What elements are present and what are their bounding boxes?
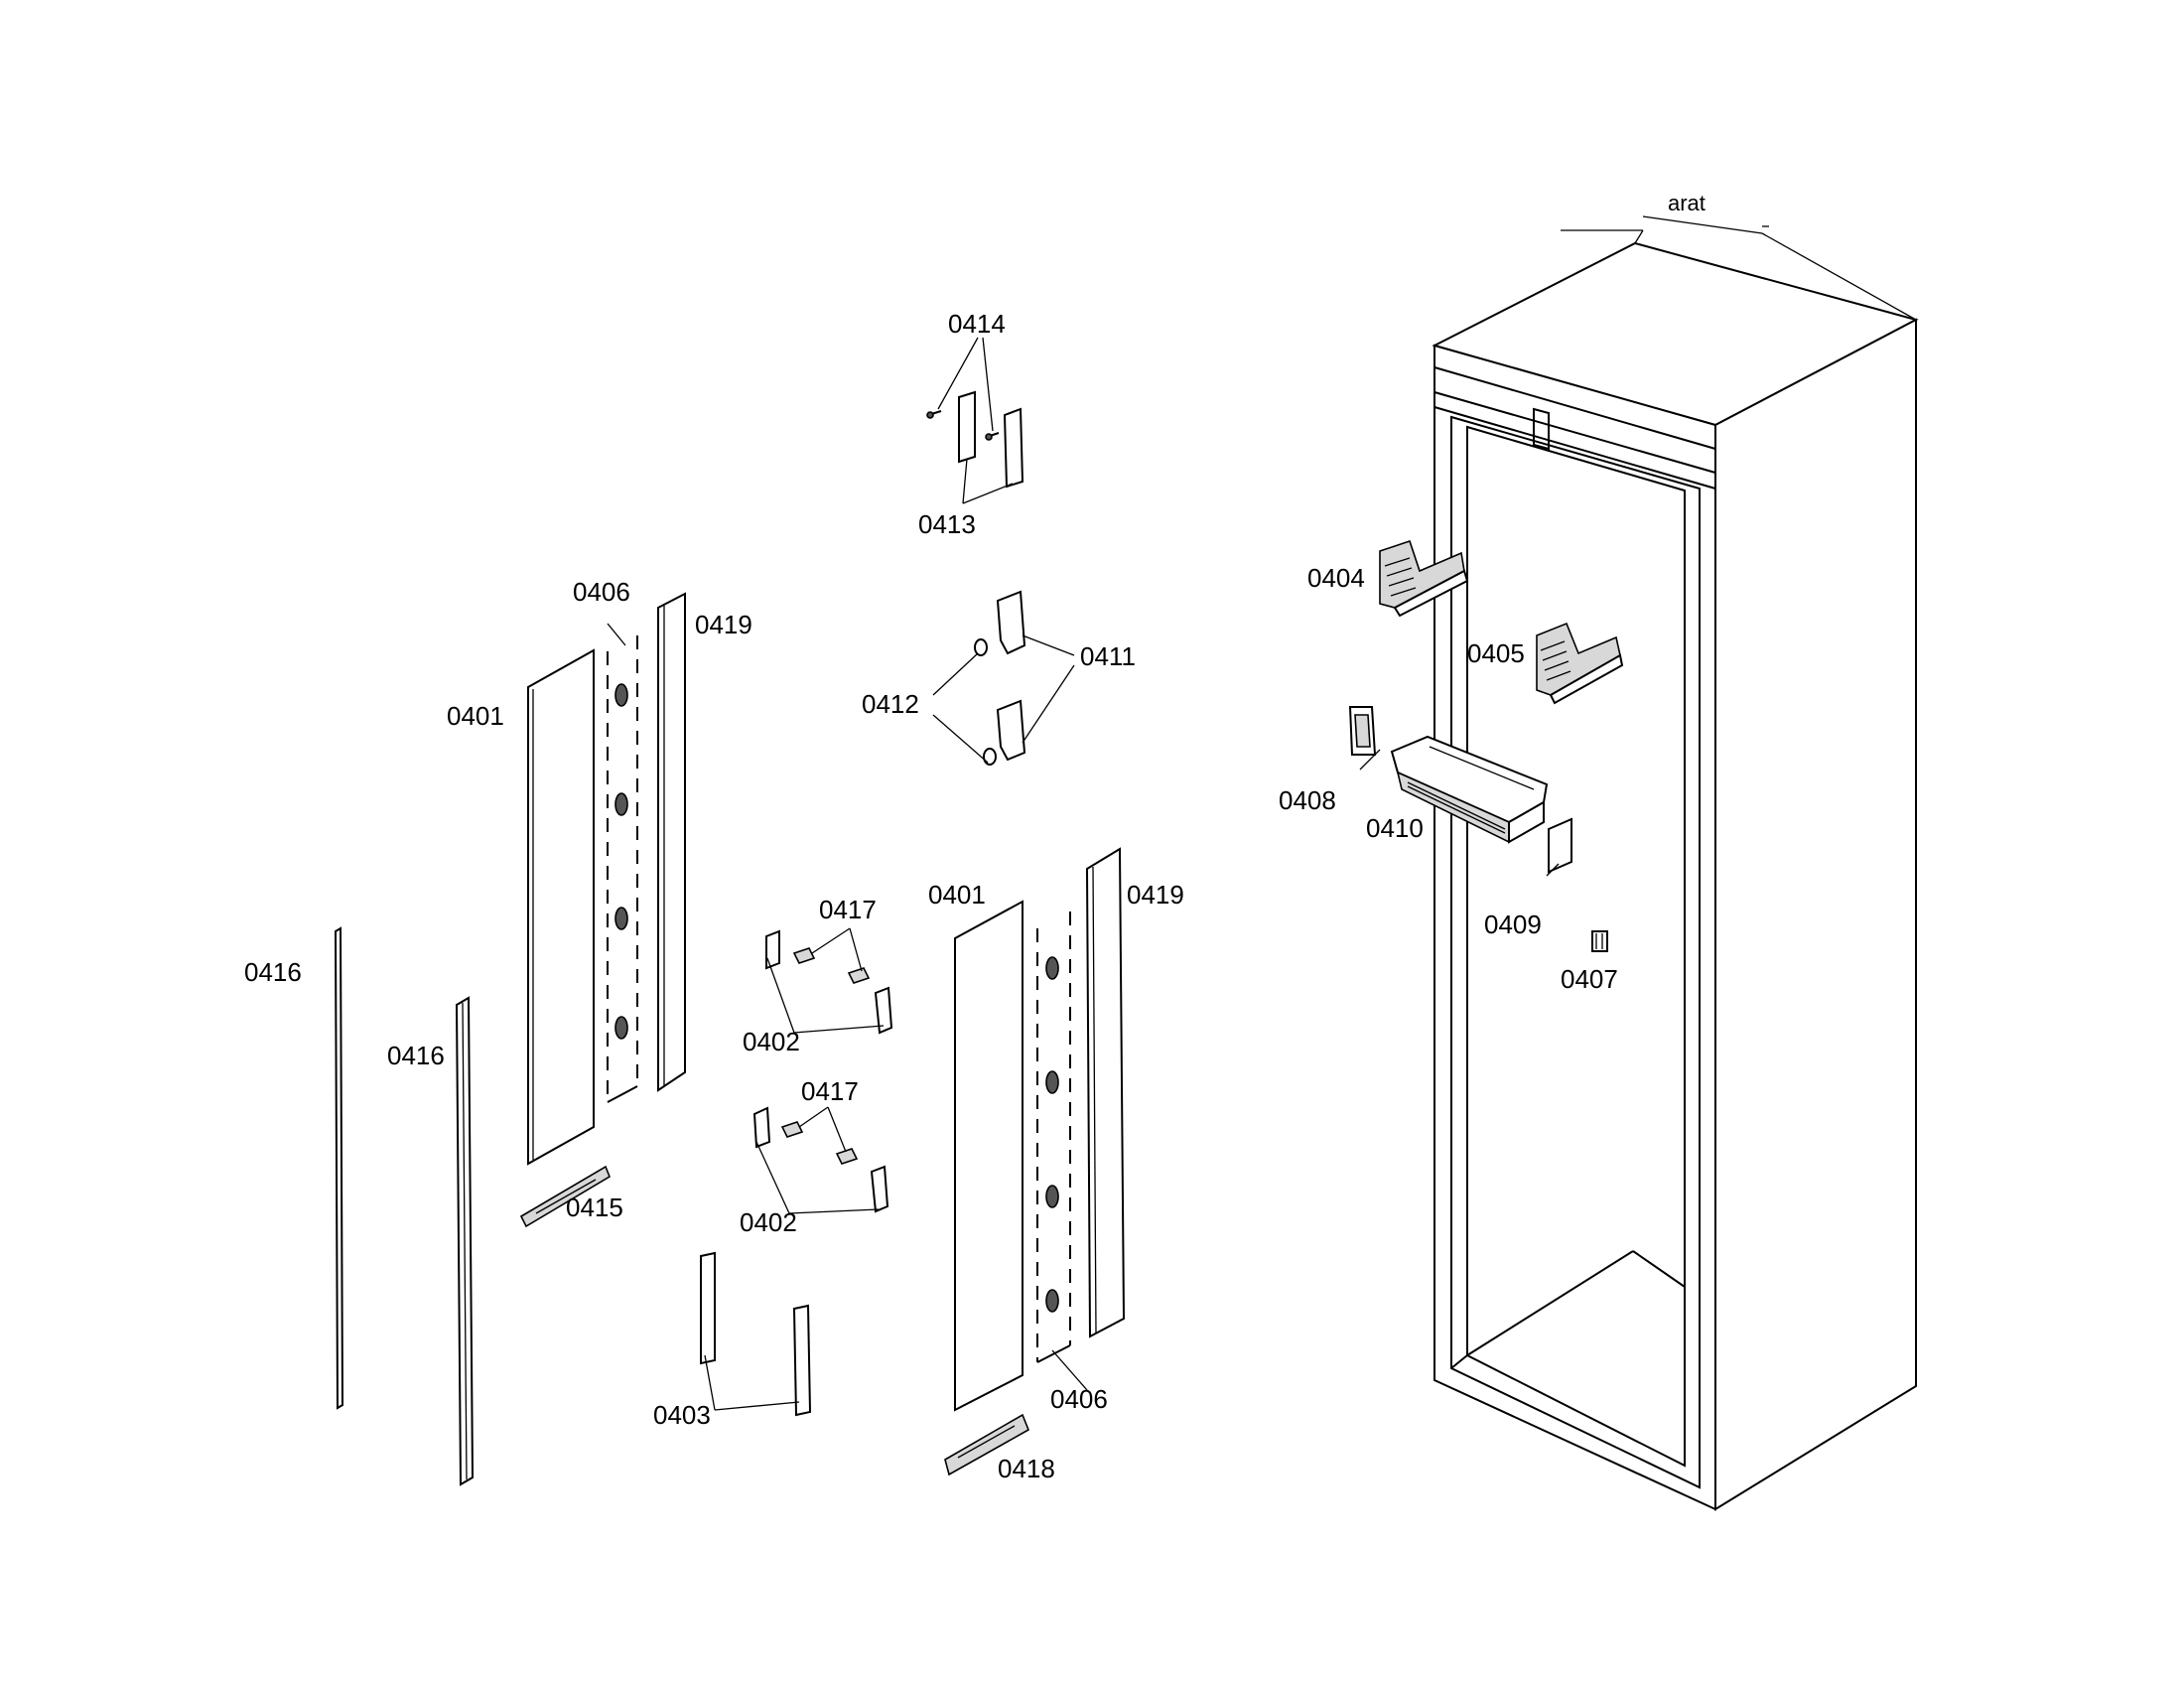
header-fragment: arat: [1668, 191, 1706, 215]
label-0410: 0410: [1366, 813, 1424, 843]
part-0408-clip: [1348, 706, 1377, 756]
label-0419: 0419: [1127, 880, 1184, 910]
label-0406: 0406: [1050, 1384, 1108, 1414]
label-0414: 0414: [948, 309, 1006, 339]
part-0417-pad-upper: [792, 947, 871, 984]
part-0419-rail-right: [1085, 847, 1126, 1338]
part-0413-plates: [958, 390, 1024, 489]
part-0409-cover: [1548, 817, 1572, 874]
part-0415-hinge-left: [519, 1165, 611, 1228]
label-0401: 0401: [928, 880, 986, 910]
label-0405: 0405: [1467, 638, 1525, 668]
label-0406: 0406: [573, 577, 630, 607]
part-0404-bracket: [1379, 539, 1469, 618]
part-0405-bracket: [1536, 622, 1624, 705]
part-0403-brackets: [700, 1251, 812, 1417]
label-0411: 0411: [1080, 641, 1136, 671]
keyhole-icon: [1045, 956, 1059, 1313]
label-0407: 0407: [1561, 964, 1618, 994]
part-0412-clips: [974, 638, 997, 766]
label-0403: 0403: [653, 1400, 711, 1430]
part-0416-rail-b: [455, 996, 475, 1486]
part-0416-rail-a: [334, 926, 344, 1410]
part-0407-switch: [1591, 930, 1608, 952]
label-0401: 0401: [447, 701, 504, 731]
label-0417: 0417: [801, 1076, 859, 1106]
part-0417-pad-lower: [780, 1121, 859, 1165]
part-0418-hinge-right: [944, 1413, 1030, 1476]
label-0418: 0418: [998, 1454, 1055, 1483]
part-0414-screws: [926, 410, 1000, 441]
leader-lines: [607, 337, 1560, 1411]
label-0415: 0415: [566, 1193, 623, 1222]
label-0419: 0419: [695, 610, 752, 639]
label-0416: 0416: [387, 1041, 445, 1070]
part-0419-rail-left: [657, 592, 686, 1092]
part-0401-panel-left: [527, 648, 595, 1166]
part-0406-strip-left: [607, 635, 638, 1103]
part-0402-bracket-lower: [752, 1106, 889, 1213]
part-0411-brackets: [996, 590, 1026, 762]
label-0412: 0412: [862, 689, 919, 719]
part-0401-panel-right: [954, 900, 1024, 1412]
refrigerator-cabinet: [1432, 215, 1919, 1511]
label-0408: 0408: [1279, 785, 1336, 815]
label-0404: 0404: [1307, 563, 1365, 593]
label-0417: 0417: [819, 895, 877, 924]
label-0402: 0402: [740, 1207, 797, 1237]
part-0402-bracket-upper: [765, 929, 893, 1035]
label-0413: 0413: [918, 509, 976, 539]
part-0410-housing: [1390, 735, 1549, 844]
keyhole-icon: [614, 683, 628, 1040]
label-0416: 0416: [244, 957, 302, 987]
part-0406-strip-right: [1036, 912, 1071, 1363]
label-0402: 0402: [743, 1027, 800, 1056]
callout-labels: 0401 0401 0402 0402 0403 0404 0405 0406 …: [244, 191, 1706, 1483]
label-0409: 0409: [1484, 910, 1542, 939]
